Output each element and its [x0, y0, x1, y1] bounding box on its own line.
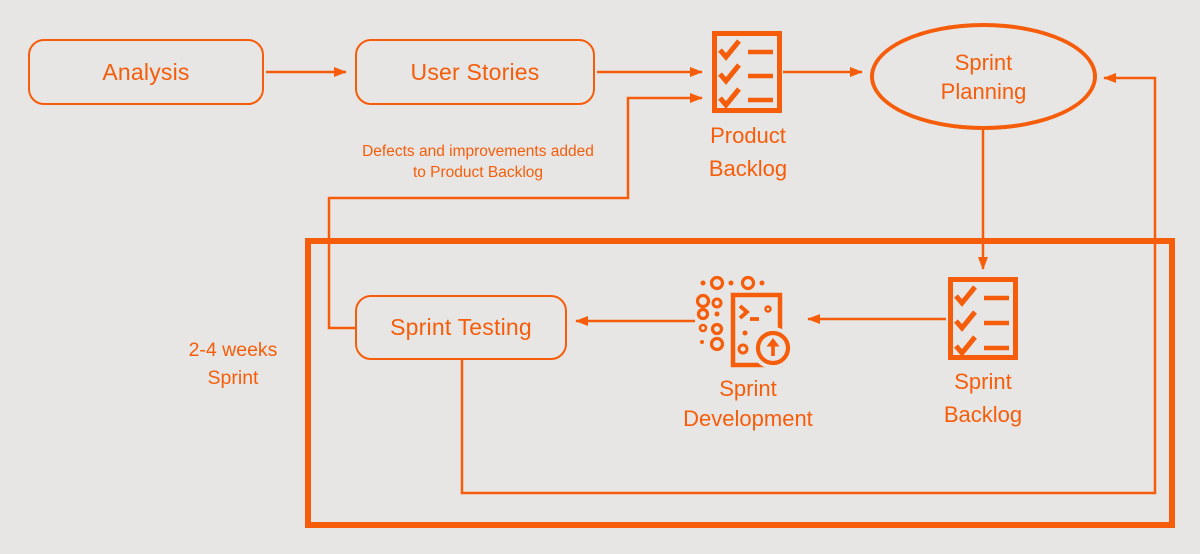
edge-defects-loop	[327, 93, 703, 330]
node-product-backlog-label: Product Backlog	[708, 123, 788, 181]
node-user-stories-label: User Stories	[410, 58, 540, 85]
node-sprint-development-label: Sprint Development	[683, 376, 813, 431]
node-analysis: Analysis	[28, 39, 264, 105]
sprint-backlog-checklist-icon	[948, 277, 1018, 360]
node-user-stories: User Stories	[355, 39, 595, 105]
defects-note: Defects and improvements added to Produc…	[362, 143, 594, 181]
node-sprint-backlog-label: Sprint Backlog	[943, 369, 1023, 427]
product-backlog-checklist-icon	[712, 31, 782, 113]
sprint-boundary-box	[305, 238, 1175, 528]
edge-sprint-loop	[460, 73, 1157, 495]
node-sprint-planning-label: Sprint Planning	[940, 49, 1027, 104]
sprint-duration-note: 2-4 weeks Sprint	[188, 339, 278, 389]
node-sprint-planning: Sprint Planning	[870, 23, 1097, 130]
node-analysis-label: Analysis	[102, 58, 190, 85]
node-sprint-testing: Sprint Testing	[355, 295, 567, 360]
node-sprint-testing-label: Sprint Testing	[390, 314, 532, 340]
sprint-development-code-deploy-icon	[695, 275, 794, 369]
